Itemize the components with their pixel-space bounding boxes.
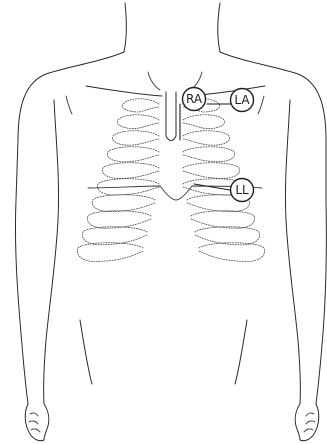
right-hand bbox=[295, 404, 319, 441]
electrode-ll: LL bbox=[231, 179, 254, 202]
rib-left-8 bbox=[87, 211, 151, 228]
electrode-la-label: LA bbox=[234, 93, 250, 107]
rib-right-2 bbox=[183, 115, 225, 129]
rib-left-2 bbox=[117, 115, 159, 129]
rib-left-5 bbox=[102, 163, 159, 179]
rib-right-4 bbox=[183, 147, 235, 162]
rib-cage-right bbox=[183, 99, 265, 262]
rib-left-10 bbox=[77, 243, 143, 262]
lead-wire-ll bbox=[194, 184, 230, 190]
rib-right-3 bbox=[183, 131, 230, 145]
rib-left-3 bbox=[112, 131, 159, 145]
electrode-ra: RA bbox=[183, 88, 206, 111]
rib-left-9 bbox=[82, 227, 147, 245]
rib-left-4 bbox=[107, 147, 159, 162]
rib-right-10 bbox=[199, 243, 265, 262]
left-hand bbox=[25, 404, 49, 441]
torso-outline bbox=[15, 3, 326, 404]
electrode-ra-label: RA bbox=[186, 92, 203, 106]
sternum bbox=[166, 92, 176, 141]
rib-right-9 bbox=[195, 227, 260, 245]
rib-right-5 bbox=[183, 163, 240, 179]
rib-left-1 bbox=[122, 99, 159, 112]
electrode-ll-label: LL bbox=[235, 183, 249, 197]
rib-cage-left bbox=[77, 99, 159, 262]
rib-left-7 bbox=[92, 195, 155, 212]
rib-right-8 bbox=[191, 211, 255, 228]
electrode-la: LA bbox=[231, 89, 254, 112]
